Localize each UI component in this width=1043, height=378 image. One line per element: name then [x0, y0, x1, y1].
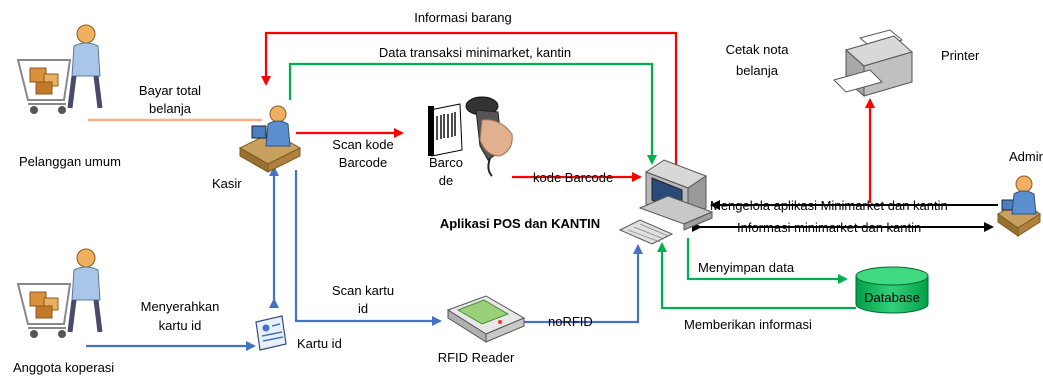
- label-bayar-total-1: Bayar total: [139, 83, 201, 98]
- flow-menyimpan-data: [686, 238, 848, 284]
- label-informasi-minimarket: Informasi minimarket dan kantin: [737, 220, 921, 235]
- label-menyerahkan-1: Menyerahkan: [141, 299, 220, 314]
- label-memberikan-informasi: Memberikan informasi: [684, 317, 812, 332]
- label-scan-kartu-2: id: [358, 301, 368, 316]
- flow-memberikan-informasi: [657, 242, 856, 310]
- flow-norfid: [516, 244, 643, 327]
- flow-informasi-barang: [261, 31, 678, 170]
- member-shopper-icon: [16, 248, 103, 338]
- label-anggota-koperasi: Anggota koperasi: [13, 360, 114, 375]
- label-informasi-barang: Informasi barang: [414, 10, 512, 25]
- barcode-scanner-icon: [465, 96, 513, 177]
- label-cetak-nota-1: Cetak nota: [726, 42, 790, 57]
- flow-scan-kartu: [294, 170, 442, 326]
- label-barcode-2: de: [439, 173, 453, 188]
- flow-data-transaksi: [288, 62, 657, 165]
- label-cetak-nota-2: belanja: [736, 63, 779, 78]
- label-norfid: noRFID: [548, 314, 593, 329]
- label-database: Database: [864, 290, 920, 305]
- label-menyimpan-data: Menyimpan data: [698, 260, 795, 275]
- shopper-icon: [16, 24, 103, 114]
- database-icon: [855, 266, 929, 314]
- label-scan-kartu-1: Scan kartu: [332, 283, 394, 298]
- rfid-reader-icon: [446, 295, 526, 343]
- cashier-icon: [238, 105, 302, 173]
- label-system-title: Aplikasi POS dan KANTIN: [440, 216, 600, 231]
- admin-icon: [997, 175, 1041, 237]
- id-card-icon: [255, 315, 287, 351]
- label-scan-kode-1: Scan kode: [332, 137, 393, 152]
- label-pelanggan-umum: Pelanggan umum: [19, 154, 121, 169]
- label-data-transaksi: Data transaksi minimarket, kantin: [379, 45, 571, 60]
- label-scan-kode-2: Barcode: [339, 155, 387, 170]
- label-barcode-1: Barco: [429, 155, 463, 170]
- label-kode-barcode: kode Barcode: [533, 170, 613, 185]
- label-admin: Admin: [1009, 149, 1043, 164]
- label-kasir: Kasir: [212, 176, 242, 191]
- barcode-label-icon: [428, 103, 463, 157]
- label-mengelola: Mengelola aplikasi Minimarket dan kantin: [710, 198, 948, 213]
- label-menyerahkan-2: kartu id: [159, 318, 202, 333]
- label-printer: Printer: [941, 48, 980, 63]
- label-bayar-total-2: belanja: [149, 101, 192, 116]
- label-kartu-id: Kartu id: [297, 336, 342, 351]
- computer-icon: [618, 159, 714, 245]
- label-rfid-reader: RFID Reader: [438, 350, 515, 365]
- printer-icon: [833, 29, 914, 98]
